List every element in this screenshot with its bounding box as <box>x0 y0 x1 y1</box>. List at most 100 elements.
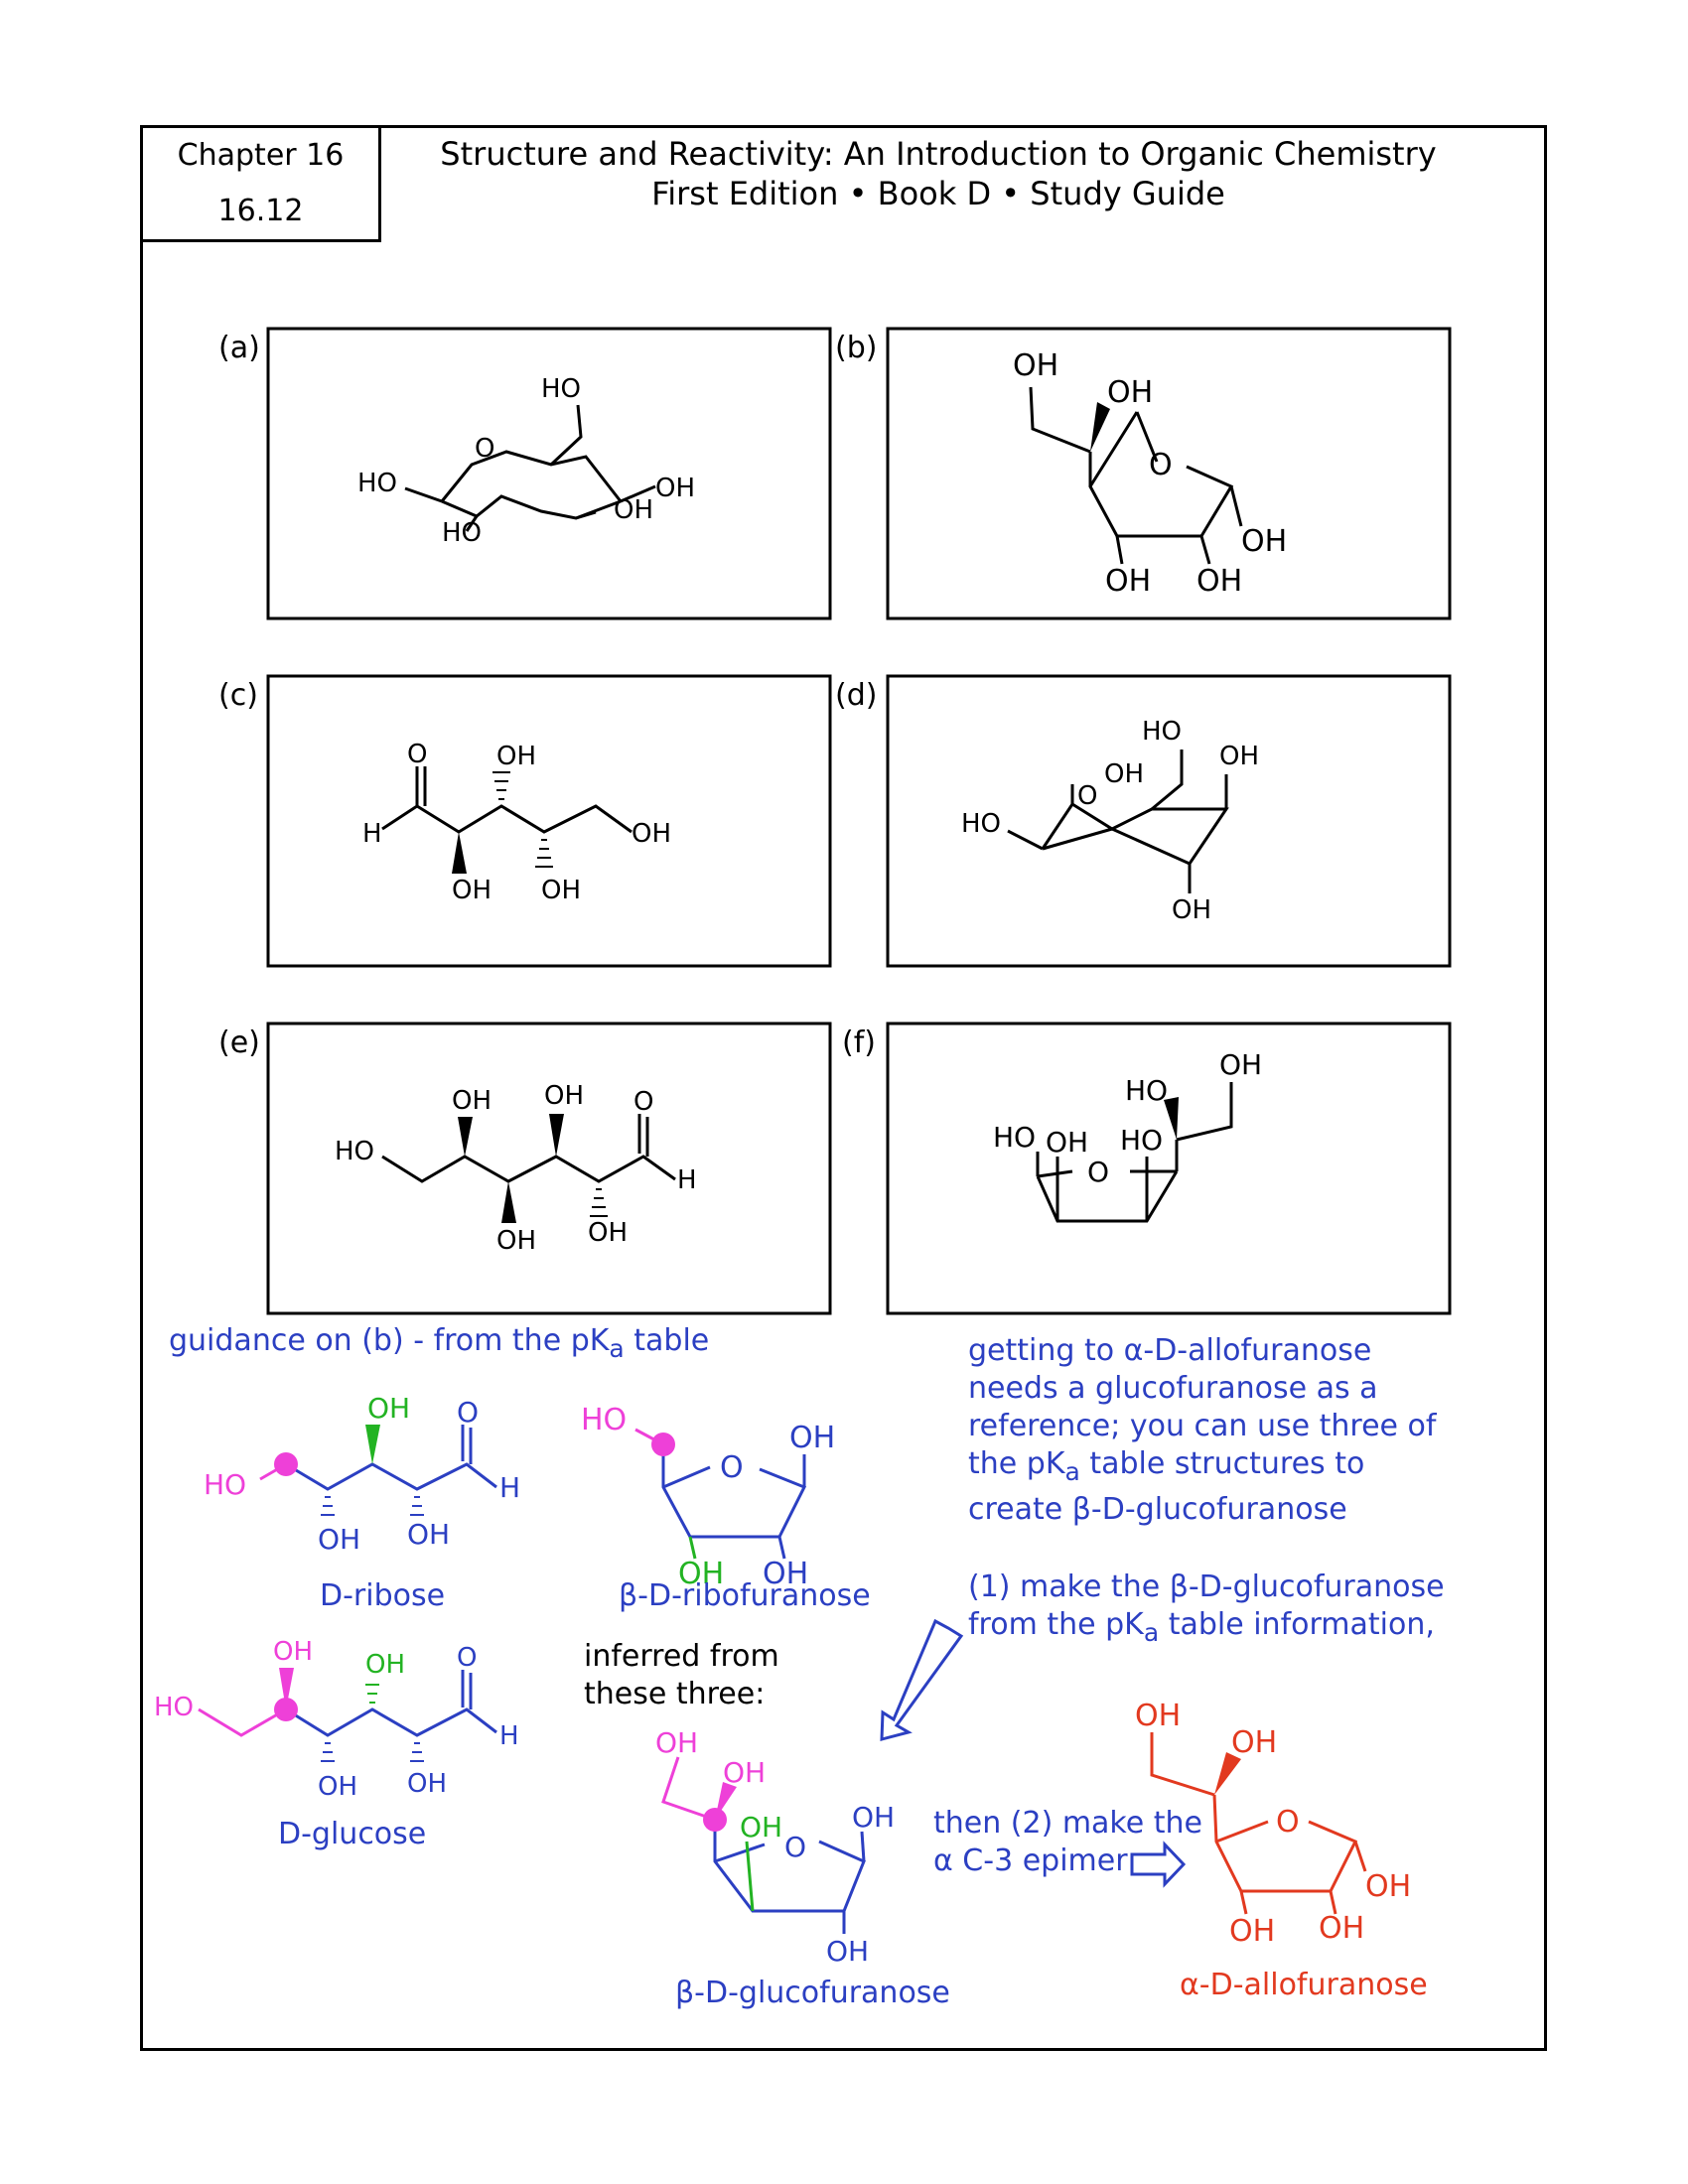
step1-line2-text: from the pK <box>968 1607 1144 1642</box>
e-wedge-1 <box>458 1117 473 1157</box>
book-title: Structure and Reactivity: An Introductio… <box>417 134 1460 213</box>
d-oh-top-right: OH <box>1219 742 1259 771</box>
e-wedge-2 <box>501 1181 516 1223</box>
glucofuranose-oh-right: OH <box>852 1801 895 1834</box>
right-note-line2: needs a glucofuranose as a <box>968 1371 1378 1406</box>
structure-glucofuranose <box>661 1756 866 1934</box>
a-ring-o: O <box>475 434 494 464</box>
glucofuranose-oh-top: OH <box>655 1726 698 1759</box>
panel-label-a: (a) <box>218 331 260 365</box>
glucose-ho: HO <box>154 1693 194 1722</box>
b-oh-bottom-left: OH <box>1105 564 1151 599</box>
ribofuranose-oh-bottom: OH <box>763 1557 808 1591</box>
f-ho-3: HO <box>1120 1124 1163 1157</box>
guidance-title: guidance on (b) - from the pKa table <box>169 1322 709 1368</box>
panel-box-c <box>266 674 832 968</box>
book-title-line2: First Edition • Book D • Study Guide <box>651 175 1225 212</box>
step1-line2-sub: a <box>1143 1618 1160 1647</box>
right-note-line3: reference; you can use three of <box>968 1409 1437 1443</box>
structure-ribofuranose <box>634 1428 807 1560</box>
e-hash <box>590 1188 608 1217</box>
allofuranose-oh-wedge: OH <box>1231 1725 1277 1760</box>
structure-c <box>381 766 633 834</box>
panel-label-c: (c) <box>218 678 258 713</box>
allofuranose-oh-bottom-left: OH <box>1229 1914 1275 1949</box>
inferred-line1: inferred from <box>584 1639 779 1674</box>
b-ring-o: O <box>1149 448 1173 482</box>
f-ring-o: O <box>1087 1156 1109 1188</box>
step1-arrow <box>880 1618 964 1741</box>
panel-box-e <box>266 1022 832 1315</box>
right-note-line4-sub: a <box>1064 1457 1080 1486</box>
glucose-oh-2: OH <box>407 1769 447 1799</box>
inferred-line2: these three: <box>584 1677 766 1711</box>
ribose-stereo-dot <box>274 1452 298 1476</box>
glucose-h: H <box>499 1721 519 1751</box>
e-o: O <box>633 1087 653 1117</box>
right-note-line1: getting to α-D-allofuranose <box>968 1333 1372 1368</box>
name-glucofuranose: β-D-glucofuranose <box>675 1976 950 2010</box>
name-ribose: D-ribose <box>320 1578 446 1613</box>
allofuranose-oh-right: OH <box>1365 1869 1411 1904</box>
step2-line1: then (2) make the <box>933 1806 1202 1841</box>
e-h: H <box>677 1165 697 1195</box>
b-oh-right: OH <box>1241 524 1287 559</box>
structure-glucose <box>198 1670 497 1737</box>
step2-line2: α C-3 epimer <box>933 1843 1128 1878</box>
c-h: H <box>362 819 382 849</box>
chapter-label: Chapter 16 <box>177 138 345 173</box>
panel-box-b <box>886 327 1452 620</box>
panel-label-b: (b) <box>835 331 878 365</box>
name-allofuranose: α-D-allofuranose <box>1180 1968 1428 2002</box>
e-oh-bottom-2: OH <box>588 1218 628 1248</box>
c-oh-right: OH <box>632 819 671 849</box>
ribose-hash <box>321 1496 424 1516</box>
b-oh-wedge: OH <box>1107 375 1153 410</box>
name-glucose: D-glucose <box>278 1817 427 1851</box>
name-ribofuranose: β-D-ribofuranose <box>619 1578 871 1613</box>
glucose-oh-1: OH <box>318 1772 357 1802</box>
b-oh-top: OH <box>1013 348 1058 383</box>
f-wedge <box>1164 1097 1179 1140</box>
c-oh-bottom-left: OH <box>452 876 492 905</box>
structure-b <box>1029 386 1243 565</box>
step1-line1: (1) make the β-D-glucofuranose <box>968 1570 1445 1604</box>
structure-e <box>381 1114 676 1183</box>
ribofuranose-stereo-dot <box>651 1433 675 1456</box>
d-ring-o: O <box>1077 781 1097 811</box>
b-wedge <box>1090 402 1110 452</box>
ribose-oh-1: OH <box>318 1523 360 1556</box>
glucose-oh-top-2: OH <box>365 1650 405 1680</box>
f-ho-1: HO <box>993 1121 1036 1154</box>
glucofuranose-wedge <box>715 1782 737 1820</box>
ribose-o: O <box>457 1396 479 1429</box>
ribofuranose-oh-right: OH <box>789 1421 835 1455</box>
ribofuranose-o: O <box>720 1450 744 1485</box>
ribose-ho: HO <box>204 1468 246 1501</box>
step2-note: then (2) make the α C-3 epimer <box>933 1805 1202 1880</box>
guidance-title-subscript: a <box>609 1334 625 1363</box>
d-oh-bottom: OH <box>1172 895 1211 925</box>
allofuranose-o: O <box>1276 1805 1300 1840</box>
c-hash-2 <box>535 839 553 868</box>
e-oh-top-1: OH <box>452 1086 492 1116</box>
right-note-line4-text: the pK <box>968 1446 1065 1481</box>
right-note-line4-tail: table structures to <box>1079 1446 1365 1481</box>
glucose-hash <box>321 1684 424 1762</box>
glucofuranose-o: O <box>784 1831 806 1863</box>
allofuranose-oh-top: OH <box>1135 1699 1181 1733</box>
a-ho-left: HO <box>357 469 397 498</box>
glucofuranose-oh-wedge: OH <box>723 1756 766 1789</box>
panel-label-e: (e) <box>218 1025 260 1060</box>
c-hash-1 <box>492 771 510 800</box>
ribofuranose-oh-left: OH <box>678 1557 724 1591</box>
right-note-line4: the pKa table structures to <box>968 1445 1436 1491</box>
right-note-line5: create β-D-glucofuranose <box>968 1492 1347 1527</box>
step2-arrow <box>1130 1841 1187 1888</box>
structure-a <box>404 404 656 532</box>
ribose-wedge <box>365 1425 380 1464</box>
b-oh-bottom-right: OH <box>1196 564 1242 599</box>
panel-box-a <box>266 327 832 620</box>
a-ho-bottom: HO <box>442 518 482 548</box>
panel-box-d <box>886 674 1452 968</box>
